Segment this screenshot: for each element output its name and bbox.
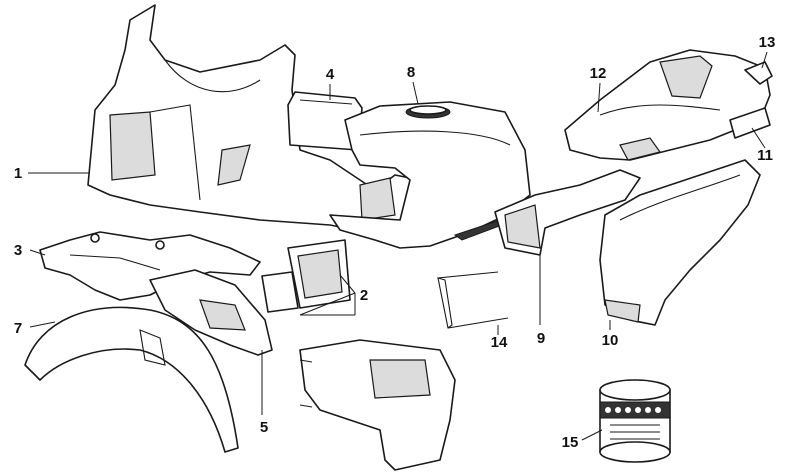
callout-14: 14	[491, 334, 508, 351]
side-duct	[494, 169, 641, 256]
fuel-tank	[329, 101, 531, 249]
callout-4: 4	[326, 66, 335, 83]
callout-7: 7	[14, 320, 22, 337]
leader-lines	[28, 51, 768, 441]
callout-9: 9	[537, 330, 545, 347]
front-fairing	[87, 4, 421, 236]
callout-15: 15	[562, 434, 579, 451]
callout-3: 3	[14, 242, 22, 259]
inner-fairing-bracket	[39, 231, 261, 301]
clip	[437, 271, 509, 329]
callout-11: 11	[757, 147, 773, 164]
paint-can-icon	[599, 379, 671, 463]
vent-grilles	[261, 239, 351, 313]
callout-10: 10	[602, 332, 619, 349]
callout-8: 8	[407, 64, 415, 81]
callout-5: 5	[260, 419, 268, 436]
lower-fairing-side	[149, 269, 273, 356]
rear-fender	[599, 159, 761, 326]
callout-1: 1	[14, 165, 22, 182]
callout-labels: 1 2 3 4 5 7 8 9 10 11 12 13 14 15	[14, 34, 776, 451]
callout-12: 12	[590, 65, 607, 82]
callout-13: 13	[759, 34, 776, 51]
front-fender	[24, 306, 239, 453]
callout-2: 2	[360, 287, 368, 304]
rear-seat-cowl	[564, 49, 773, 161]
lower-side-panel	[299, 339, 456, 471]
